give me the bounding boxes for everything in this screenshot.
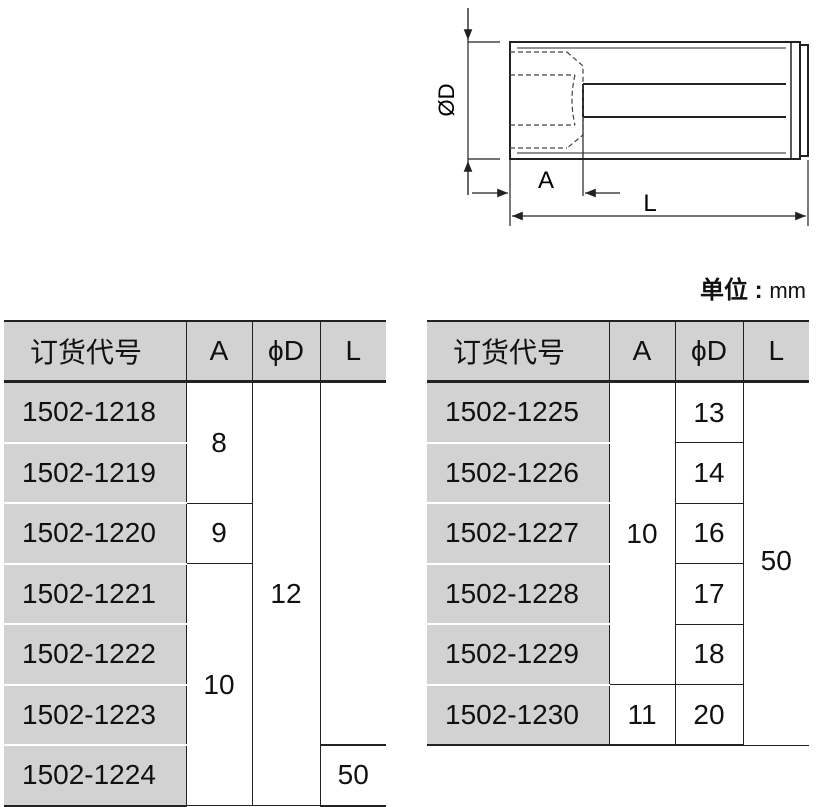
order-code: 1502-1227 (427, 503, 610, 565)
header-l: L (742, 320, 809, 383)
header-l: L (319, 320, 386, 383)
unit-label: 单位 : mm (700, 270, 806, 305)
table-row: 1502-1230 11 20 (427, 684, 809, 746)
pin-body (509, 41, 809, 160)
table-row: 1502-1219 (4, 442, 386, 504)
diameter-value: 18 (674, 624, 744, 685)
order-code: 1502-1224 (4, 745, 187, 807)
unit-text: 单位 (700, 277, 748, 304)
diameter-value: 17 (674, 563, 744, 625)
table-row: 1502-1226 14 (427, 442, 809, 504)
order-code: 1502-1223 (4, 684, 187, 746)
unit-value: mm (769, 278, 806, 303)
a-value: 9 (185, 503, 253, 564)
dimension-lines (463, 8, 809, 226)
order-code: 1502-1226 (427, 442, 610, 504)
header-a: A (608, 320, 676, 383)
table-row: 1502-1228 17 (427, 563, 809, 625)
l-value-empty (319, 381, 386, 746)
table-row: 1502-1220 9 (4, 503, 386, 565)
a-value: 8 (185, 381, 253, 504)
a-value: 11 (608, 684, 676, 746)
diameter-value: 20 (674, 684, 744, 746)
order-code: 1502-1220 (4, 503, 187, 565)
dim-l-label: L (643, 190, 656, 217)
header-diameter: ϕD (251, 320, 321, 383)
a-value: 10 (608, 381, 676, 685)
table-row: 1502-1229 18 (427, 624, 809, 686)
hex-hole-hidden-lines (510, 51, 584, 149)
dim-a-label: A (538, 167, 554, 194)
order-code: 1502-1229 (427, 624, 610, 686)
table-row: 1502-1222 (4, 624, 386, 686)
unit-separator: : (754, 277, 763, 304)
order-code: 1502-1228 (427, 563, 610, 625)
part-drawing: ØD A L (434, 8, 809, 226)
order-code: 1502-1230 (427, 684, 610, 746)
table-row: 1502-1221 10 (4, 563, 386, 806)
order-code: 1502-1222 (4, 624, 187, 686)
diameter-value: 16 (674, 503, 744, 564)
diameter-label: ØD (434, 84, 459, 117)
diameter-value: 13 (674, 381, 744, 443)
order-code: 1502-1225 (427, 381, 610, 444)
order-code: 1502-1219 (4, 442, 187, 504)
header-order-code: 订货代号 (4, 320, 187, 383)
l-value: 50 (319, 745, 386, 807)
diameter-value: 12 (251, 381, 321, 806)
header-a: A (185, 320, 253, 383)
header-diameter: ϕD (674, 320, 744, 383)
table-row: 1502-1218 8 12 (4, 381, 386, 806)
table-row: 1502-1223 (4, 684, 386, 746)
table-row: 1502-1225 10 13 50 (427, 381, 809, 746)
table-row: 1502-1227 16 (427, 503, 809, 565)
l-value: 50 (742, 381, 809, 746)
order-code: 1502-1221 (4, 563, 187, 625)
order-code: 1502-1218 (4, 381, 187, 444)
a-value: 10 (185, 563, 253, 806)
header-order-code: 订货代号 (427, 320, 610, 383)
diameter-value: 14 (674, 442, 744, 504)
spec-table-left: 订货代号 A ϕD L 1502-1218 8 12 1502-1219 150… (4, 320, 386, 807)
spec-table-right: 订货代号 A ϕD L 1502-1225 10 13 50 1502-1226… (427, 320, 809, 746)
